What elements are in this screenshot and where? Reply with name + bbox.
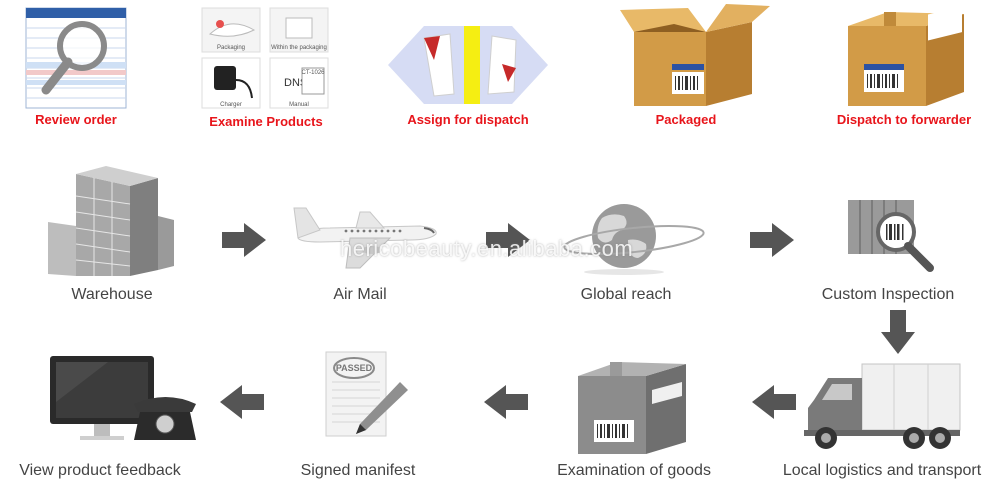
airplane-icon bbox=[293, 207, 437, 269]
thumb-caption: Manual bbox=[289, 102, 309, 108]
step-label: Packaged bbox=[655, 112, 717, 127]
step-label: Dispatch to forwarder bbox=[836, 112, 972, 127]
watermark: hericobeauty.en.alibaba.com bbox=[340, 236, 634, 261]
truck-icon bbox=[804, 363, 961, 449]
arrow-right-icon bbox=[222, 223, 266, 257]
flow-label: Air Mail bbox=[333, 286, 387, 303]
step-label: Review order bbox=[35, 112, 117, 127]
thumb-caption: DNS bbox=[284, 77, 307, 89]
warehouse-icon bbox=[48, 166, 174, 276]
flow-label: View product feedback bbox=[19, 462, 181, 479]
arrow-down-icon bbox=[881, 310, 915, 354]
arrow-left-icon bbox=[752, 385, 796, 419]
examine-products-icon: Packaging Within the packaging Charger D… bbox=[201, 7, 329, 109]
arrow-right-icon bbox=[750, 223, 794, 257]
thumb-caption: Packaging bbox=[217, 45, 245, 51]
step-label: Examine Products bbox=[209, 114, 323, 129]
stamp-text: PASSED bbox=[336, 363, 373, 373]
computer-phone-icon bbox=[50, 356, 196, 440]
thumb-caption: Within the packaging bbox=[271, 45, 327, 51]
review-order-icon bbox=[25, 7, 127, 109]
flow-label: Warehouse bbox=[71, 286, 153, 303]
flow-label: Local logistics and transport bbox=[782, 462, 982, 479]
signed-manifest-icon: PASSED bbox=[325, 351, 408, 437]
thumb-caption: CT-1026 bbox=[301, 70, 325, 76]
open-box-icon bbox=[620, 4, 770, 106]
gray-box-icon bbox=[578, 362, 686, 454]
closed-box-icon bbox=[848, 6, 964, 106]
arrow-right-icon bbox=[486, 223, 530, 257]
flow-label: Global reach bbox=[580, 286, 672, 303]
inspection-icon bbox=[848, 200, 934, 272]
arrow-left-icon bbox=[484, 385, 528, 419]
step-label: Assign for dispatch bbox=[407, 112, 529, 127]
arrow-left-icon bbox=[220, 385, 264, 419]
flow-label: Examination of goods bbox=[557, 462, 711, 479]
flow-label: Signed manifest bbox=[300, 462, 416, 479]
flow-label: Custom Inspection bbox=[821, 286, 955, 303]
thumb-caption: Charger bbox=[220, 102, 242, 108]
assign-dispatch-icon bbox=[388, 26, 548, 104]
globe-icon bbox=[563, 204, 705, 275]
